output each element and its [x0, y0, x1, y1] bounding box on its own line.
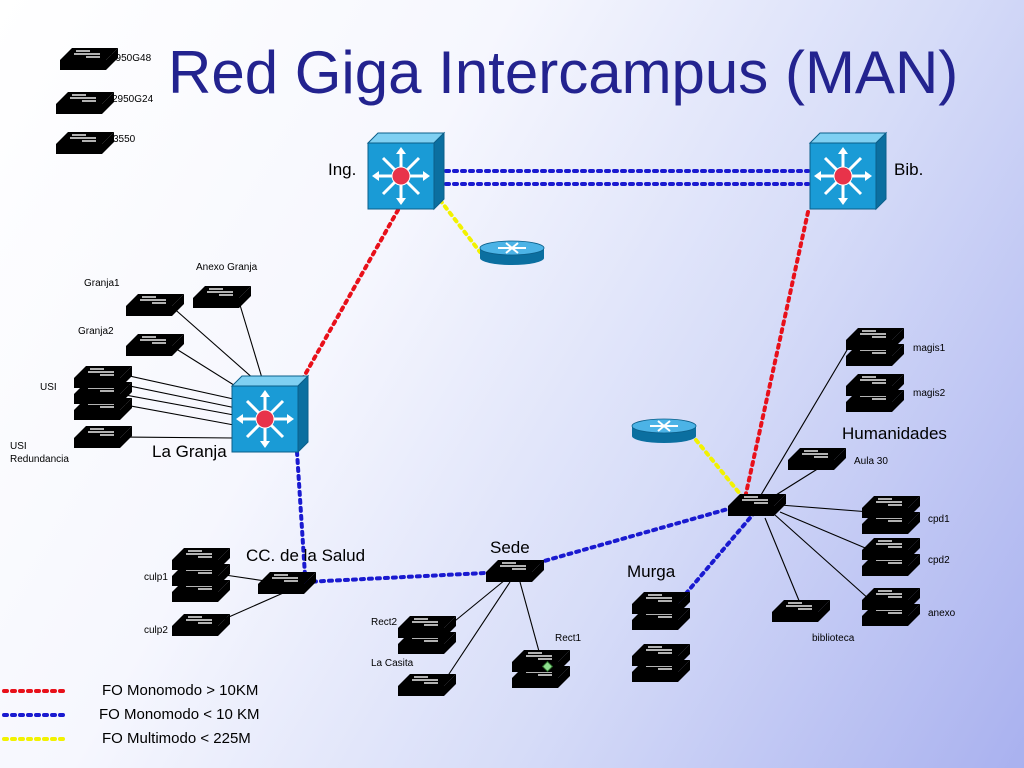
switch-label-rect1: Rect1: [555, 633, 582, 644]
switch-la-casita-icon: [397, 673, 457, 697]
legend-label-multi: FO Multimodo < 225M: [102, 730, 251, 747]
node-label-bib: Bib.: [894, 160, 924, 179]
node-label-ccsalud: CC. de la Salud: [246, 546, 366, 565]
switch-aula30-icon: [787, 447, 847, 471]
switch-stack-magis1-icon: [845, 327, 905, 367]
switch-label-biblioteca: biblioteca: [812, 633, 855, 644]
switch-biblioteca-icon: [771, 599, 831, 623]
switch-label-cpd2: cpd2: [928, 555, 950, 566]
key-label-2950G24: 2950G24: [112, 94, 154, 105]
switch-label-la-casita: La Casita: [371, 658, 414, 669]
switch-stack-cpd2-icon: [861, 537, 921, 577]
node-label-murga: Murga: [627, 562, 676, 581]
switch-stack-murga-2-icon: [631, 643, 691, 683]
switch-stack-usi-icon: [73, 365, 133, 421]
legend-label-mono-short: FO Monomodo < 10 KM: [99, 706, 260, 723]
fiber-links: [295, 169, 810, 612]
switch-label-culp1: culp1: [144, 572, 168, 583]
switch-label-granja1: Granja1: [84, 278, 120, 289]
switch-stack-rect2-icon: [397, 615, 457, 655]
key-switch-2950G24-icon: [55, 91, 115, 115]
switch-granja2-icon: [125, 333, 185, 357]
switch-label-culp2: culp2: [144, 625, 168, 636]
key-label-3550: 3550: [113, 134, 136, 145]
switch-label-anexo-granja: Anexo Granja: [196, 262, 258, 273]
page-title: Red Giga Intercampus (MAN): [168, 39, 959, 106]
switch-stack-culp1-icon: [171, 547, 231, 603]
switch-sede-3550-icon: [485, 559, 545, 583]
switch-label-aula30: Aula 30: [854, 456, 888, 467]
node-label-sede: Sede: [490, 538, 530, 557]
core-switch-bib-icon: [808, 131, 888, 211]
switch-label-granja2: Granja2: [78, 326, 114, 337]
switch-label-cpd1: cpd1: [928, 514, 950, 525]
switch-culp2-icon: [171, 613, 231, 637]
switch-label-anexo: anexo: [928, 608, 956, 619]
core-switch-la-granja-icon: [230, 374, 310, 454]
switch-label-magis2: magis2: [913, 388, 946, 399]
node-label-la-granja: La Granja: [152, 442, 227, 461]
copper-cables: [121, 304, 871, 681]
switch-stack-anexo-icon: [861, 587, 921, 627]
switch-humanidades-3550-icon: [727, 493, 787, 517]
switch-stack-magis2-icon: [845, 373, 905, 413]
switch-anexo-granja-icon: [192, 285, 252, 309]
key-label-2950G48: 2950G48: [110, 53, 152, 64]
switch-granja1-icon: [125, 293, 185, 317]
router-humanidades-icon: [631, 418, 697, 444]
switch-stack-cpd1-icon: [861, 495, 921, 535]
node-label-humanidades: Humanidades: [842, 424, 947, 443]
router-ing-icon: [479, 240, 545, 266]
link-legend-lines: [2, 689, 66, 741]
switch-usi-redundancia-icon: [73, 425, 133, 449]
switch-stack-murga-1-icon: [631, 591, 691, 631]
switch-ccsalud-3550-icon: [257, 571, 317, 595]
core-switch-ing-icon: [366, 131, 446, 211]
switch-label-usi-redundancia: USI Redundancia: [10, 441, 69, 465]
node-label-ing: Ing.: [328, 160, 357, 179]
switch-label-rect2: Rect2: [371, 617, 398, 628]
switch-stack-rect1-icon: [511, 649, 571, 689]
legend-label-mono-long: FO Monomodo > 10KM: [102, 682, 259, 699]
switch-label-usi: USI: [40, 382, 57, 393]
switch-label-magis1: magis1: [913, 343, 946, 354]
key-switch-3550-icon: [55, 131, 115, 155]
